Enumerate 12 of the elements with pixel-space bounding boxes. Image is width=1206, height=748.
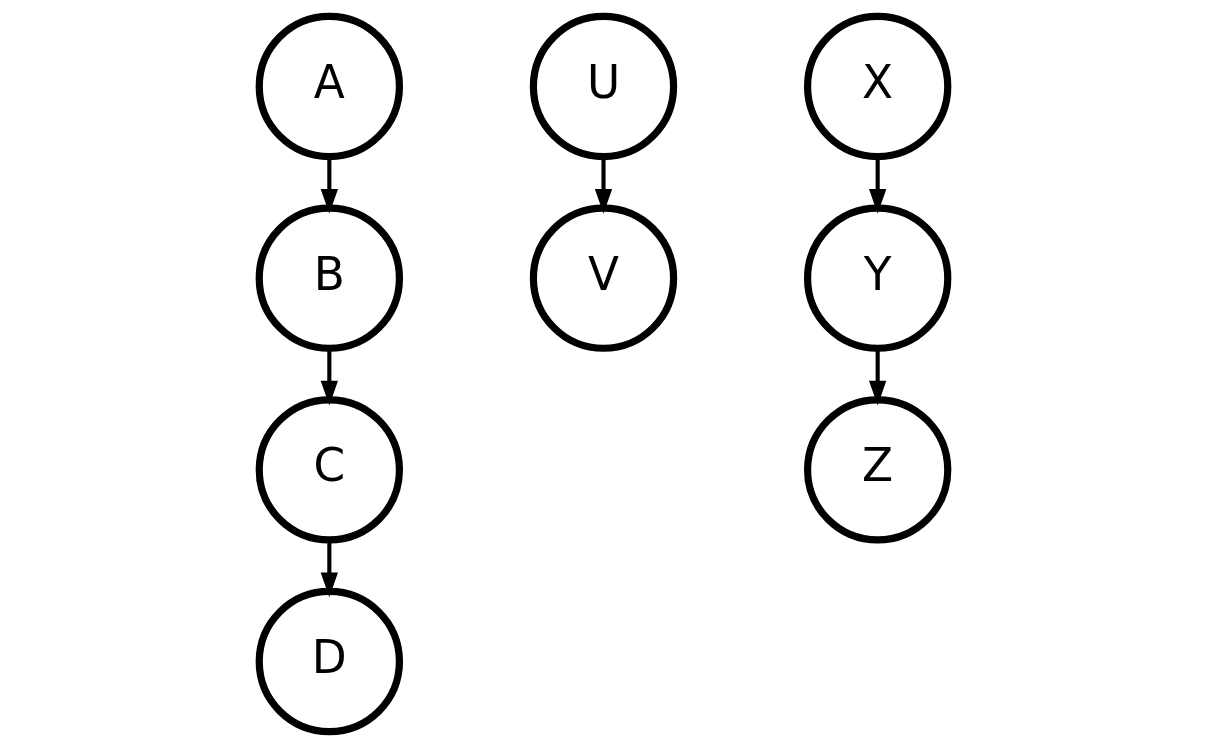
node-circle: U <box>529 12 677 161</box>
node-circle: V <box>529 204 677 352</box>
node-circle: D <box>255 587 403 736</box>
arrow <box>868 348 886 406</box>
arrow <box>320 540 338 598</box>
node-circle: X <box>803 12 951 161</box>
node-circle: C <box>255 396 403 544</box>
node-circle: Z <box>803 396 951 544</box>
node-circle: A <box>255 12 403 161</box>
arrow <box>320 348 338 406</box>
node-circle: B <box>255 204 403 352</box>
node-circle: Y <box>803 204 951 352</box>
